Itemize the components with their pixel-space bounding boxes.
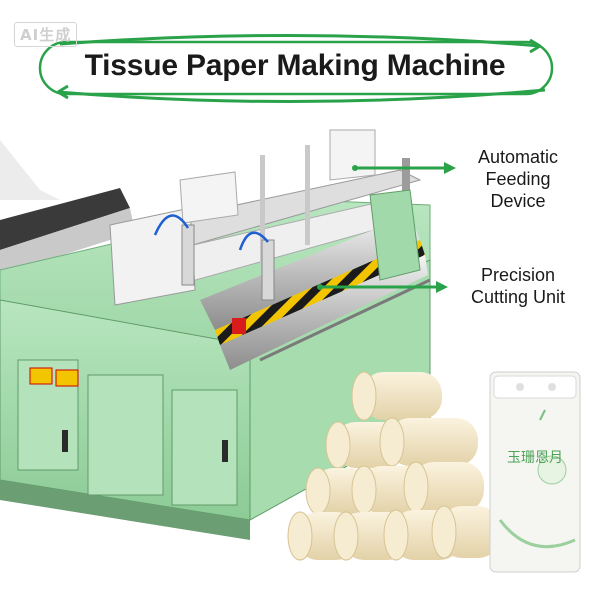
tissue-package: [489, 371, 581, 573]
callout-line: Device: [490, 191, 546, 211]
callout-feeding-device: Automatic Feeding Device: [458, 146, 578, 212]
callout-line: Feeding: [485, 169, 551, 189]
callout-line: Precision: [480, 265, 556, 285]
callout-arrows: [317, 162, 456, 293]
page-title: Tissue Paper Making Machine: [84, 49, 506, 82]
title-frame: [38, 33, 554, 104]
tissue-rolls: [287, 371, 500, 561]
roller-section: [109, 129, 431, 370]
callout-line: Automatic: [477, 147, 559, 167]
watermark-badge: AI生成: [14, 22, 78, 47]
package-brand: 玉珊恩月: [507, 450, 563, 466]
callout-cutting-unit: Precision Cutting Unit: [452, 264, 584, 308]
callout-line: Cutting Unit: [470, 287, 566, 307]
